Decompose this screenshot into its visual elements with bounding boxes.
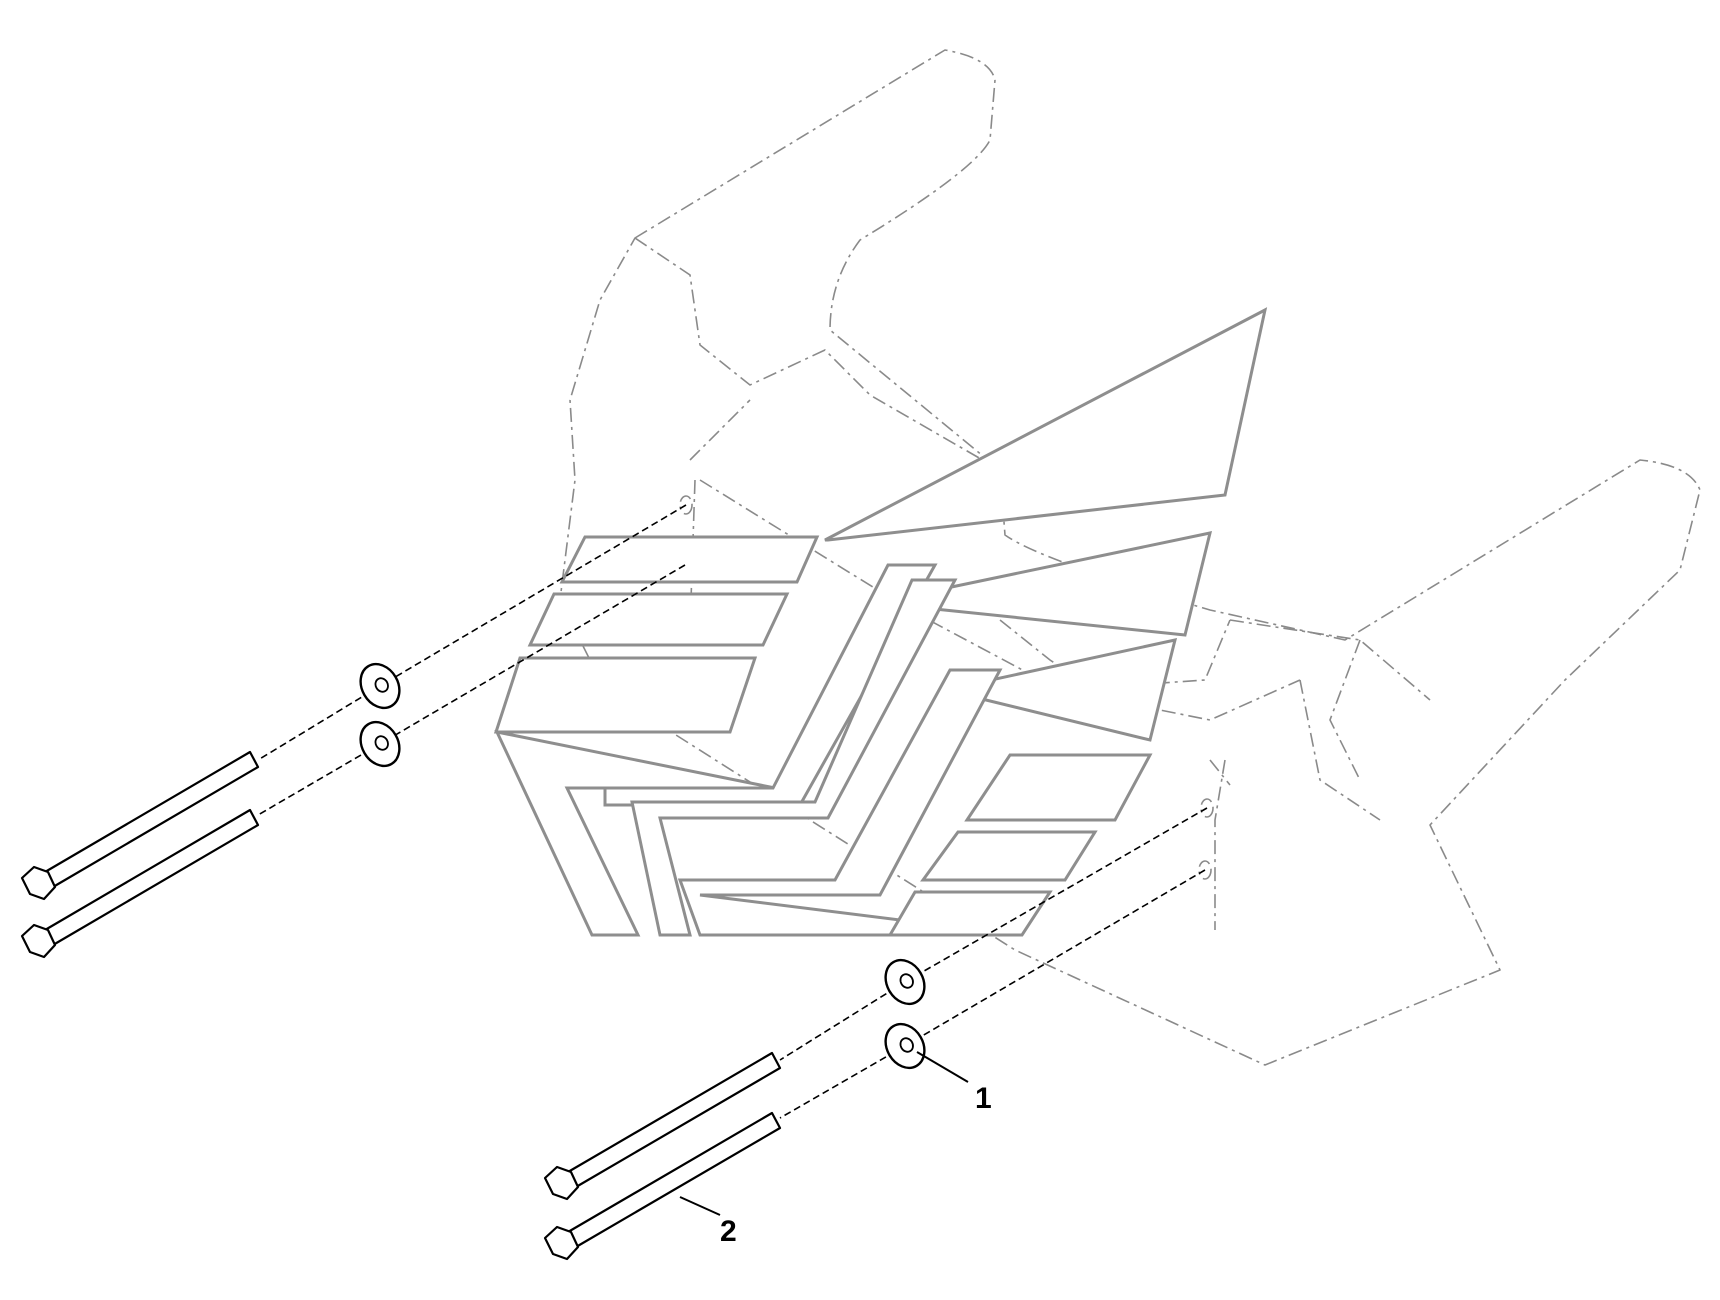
- plate-lower: [493, 656, 758, 734]
- z-strip-2: [630, 578, 958, 937]
- top-slab: [824, 307, 1268, 542]
- bolt: [20, 750, 260, 901]
- callout-label-1: 1: [975, 1082, 992, 1115]
- bolt: [543, 1051, 782, 1201]
- washer: [884, 1022, 926, 1070]
- washer: [359, 662, 401, 710]
- counterweight-block: [493, 307, 1268, 937]
- bolt: [543, 1111, 782, 1261]
- plate-middle: [527, 592, 790, 647]
- notch-plate-2: [920, 830, 1098, 882]
- callout-1: 1: [916, 1051, 992, 1115]
- notch-plate-1: [964, 753, 1153, 822]
- lower-slab: [944, 638, 1178, 742]
- alignment-leaders: [257, 504, 1208, 1119]
- washer: [359, 720, 401, 768]
- bolt: [20, 808, 260, 959]
- callout-label-2: 2: [720, 1215, 737, 1248]
- notch-plate-3: [887, 890, 1053, 937]
- plate-upper: [559, 535, 820, 584]
- washer: [884, 958, 926, 1006]
- callout-2: 2: [679, 1196, 737, 1248]
- body-left-face: [494, 729, 776, 937]
